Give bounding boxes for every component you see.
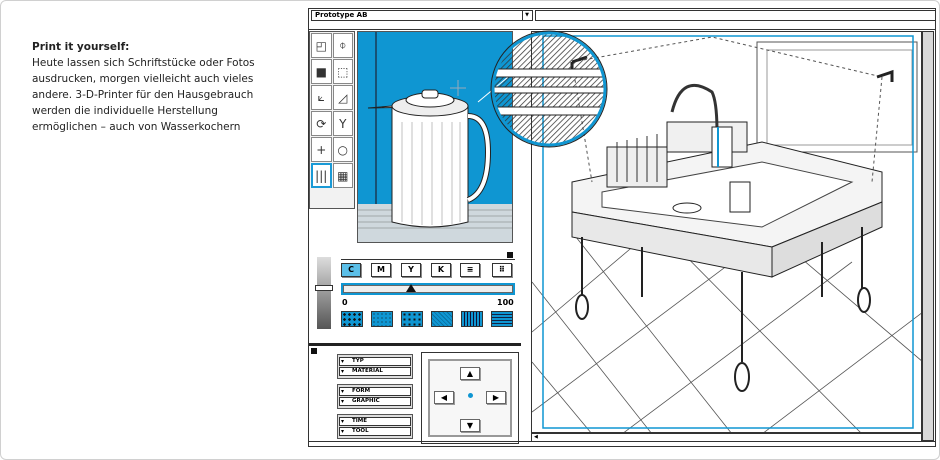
- document-select[interactable]: Prototype AB ▼: [311, 10, 533, 21]
- direction-pad: ▲ ◀ ▶ ▼: [421, 352, 519, 444]
- ink-c-button[interactable]: C: [341, 263, 361, 277]
- arrow-down-button[interactable]: ▼: [460, 419, 480, 432]
- caption: Print it yourself: Heute lassen sich Sch…: [32, 39, 262, 135]
- circle-icon: ○: [337, 142, 348, 157]
- document-title: Prototype AB: [315, 11, 368, 19]
- tool-curve[interactable]: ◿: [332, 85, 353, 110]
- transform-icon: ⬚: [337, 64, 349, 79]
- ink-slider[interactable]: [341, 283, 515, 295]
- fill-icon: ■: [315, 64, 327, 79]
- kettle-drawing: [358, 32, 512, 242]
- glass-icon: Y: [339, 116, 347, 131]
- 3d-viewport[interactable]: [531, 31, 922, 433]
- pattern-grid-fine[interactable]: [461, 311, 483, 327]
- panel-handle[interactable]: [507, 252, 513, 258]
- ink-m-button[interactable]: M: [371, 263, 391, 277]
- caption-body: Heute lassen sich Schriftstücke oder Fot…: [32, 57, 255, 133]
- tool-refresh[interactable]: ⟳: [311, 111, 332, 136]
- arrow-right-button[interactable]: ▶: [486, 391, 506, 404]
- chevron-down-icon[interactable]: ▼: [522, 11, 531, 20]
- selector-group: TYPMATERIAL: [337, 354, 413, 379]
- tool-grid[interactable]: ▦: [332, 163, 353, 188]
- align-left-button[interactable]: ≡: [460, 263, 480, 277]
- arrow-up-button[interactable]: ▲: [460, 367, 480, 380]
- pattern-dots-large[interactable]: [341, 311, 363, 327]
- tool-rotate-3d[interactable]: ⌽: [332, 33, 353, 58]
- tool-axes[interactable]: ⟀: [311, 85, 332, 110]
- status-strip: [309, 441, 935, 446]
- dot-grid-button[interactable]: ⠿: [492, 263, 512, 277]
- curve-icon: ◿: [338, 90, 348, 105]
- cmyk-icon: |||: [315, 168, 328, 183]
- divider: [341, 259, 515, 260]
- tool-transform[interactable]: ⬚: [332, 59, 353, 84]
- tool-circle[interactable]: ○: [332, 137, 353, 162]
- printer-scene: [532, 35, 921, 432]
- tool-cmyk[interactable]: |||: [311, 163, 332, 188]
- tool-glass[interactable]: Y: [332, 111, 353, 136]
- panel-handle[interactable]: [311, 348, 317, 354]
- pattern-dots-medium[interactable]: [401, 311, 423, 327]
- select-form[interactable]: FORM: [339, 387, 411, 396]
- scroll-left-icon[interactable]: ◀: [534, 434, 538, 440]
- arrow-left-button[interactable]: ◀: [434, 391, 454, 404]
- tool-crosshair[interactable]: +: [311, 137, 332, 162]
- select-typ[interactable]: TYP: [339, 357, 411, 366]
- select-tool[interactable]: TOOL: [339, 427, 411, 436]
- ink-k-button[interactable]: K: [431, 263, 451, 277]
- grid-icon: ▦: [337, 168, 349, 183]
- rotate-3d-icon: ⌽: [339, 38, 347, 52]
- tool-palette: ◰ ⌽ ■ ⬚ ⟀ ◿ ⟳ Y + ○ ||| ▦: [309, 31, 355, 209]
- printer-illustration: Prototype AB ▼ ◰ ⌽ ■ ⬚ ⟀ ◿ ⟳ Y + ○ ||| ▦: [308, 8, 936, 447]
- gray-slider-thumb[interactable]: [315, 285, 333, 291]
- tool-select[interactable]: ◰: [311, 33, 332, 58]
- select-time[interactable]: TIME: [339, 417, 411, 426]
- gray-slider[interactable]: [317, 257, 331, 329]
- select-material[interactable]: MATERIAL: [339, 367, 411, 376]
- axes-icon: ⟀: [317, 90, 325, 104]
- pattern-dots-small[interactable]: [371, 311, 393, 327]
- slider-thumb[interactable]: [406, 284, 417, 292]
- selector-group: FORMGRAPHIC: [337, 384, 413, 409]
- control-panel: TYPMATERIAL FORMGRAPHIC TIMETOOL ▲ ◀ ▶ ▼: [309, 343, 521, 446]
- tool-fill[interactable]: ■: [311, 59, 332, 84]
- select-graphic[interactable]: GRAPHIC: [339, 397, 411, 406]
- center-dot: [468, 393, 473, 398]
- selector-group: TIMETOOL: [337, 414, 413, 439]
- pattern-hatch[interactable]: [431, 311, 453, 327]
- pattern-grid-lines[interactable]: [491, 311, 513, 327]
- magnifier-detail: [490, 30, 608, 148]
- refresh-icon: ⟳: [316, 116, 327, 131]
- toolbar-strip: [309, 22, 935, 30]
- crosshair-icon: +: [316, 142, 327, 157]
- select-icon: ◰: [315, 38, 327, 53]
- preview-canvas: [357, 31, 513, 243]
- ink-y-button[interactable]: Y: [401, 263, 421, 277]
- title-bar-extension: [535, 10, 935, 21]
- caption-title: Print it yourself:: [32, 41, 130, 53]
- vertical-scrollbar[interactable]: [922, 31, 934, 441]
- slider-min: 0: [342, 298, 348, 307]
- slider-max: 100: [497, 298, 514, 307]
